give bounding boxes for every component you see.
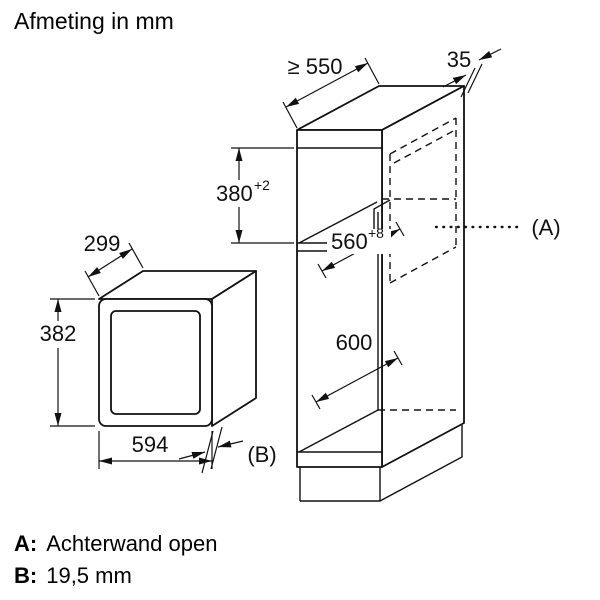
dim-cabinet-back-strip: 35 xyxy=(442,47,502,98)
dim-oven-height-label: 382 xyxy=(40,321,77,346)
legend-a-text: Achterwand open xyxy=(46,531,218,556)
legend-line-a: A: Achterwand open xyxy=(14,528,217,560)
dim-door-protrusion-arrow-left xyxy=(178,451,206,460)
cabinet-front-face xyxy=(296,129,383,468)
cabinet-drawing xyxy=(296,85,522,502)
dim-oven-height: 382 xyxy=(35,298,95,427)
dim-oven-depth: 299 xyxy=(84,231,144,297)
oven-drawing xyxy=(98,270,257,427)
legend-b-text: 19,5 mm xyxy=(46,563,132,588)
cabinet-plinth xyxy=(299,425,463,502)
dim-oven-width-label: 594 xyxy=(132,432,169,457)
dim-door-protrusion: (B) xyxy=(178,426,277,474)
label-backdrop xyxy=(327,229,391,254)
dim-oven-width: 594 xyxy=(98,431,213,469)
legend: A: Achterwand open B: 19,5 mm xyxy=(14,528,217,592)
dim-niche-width-tolerance: +8 xyxy=(368,225,384,241)
dim-niche-width: 560 +8 xyxy=(317,221,405,279)
back-ref-label: (A) xyxy=(531,215,560,240)
dim-niche-width-label: 560 xyxy=(331,229,368,254)
oven-door-window xyxy=(110,310,201,415)
legend-b-label: B: xyxy=(14,563,38,588)
dim-door-protrusion-arrow-right xyxy=(217,440,244,448)
dim-cabinet-min-depth: ≥ 550 xyxy=(282,54,380,129)
dim-back-strip-arrow-left xyxy=(442,74,467,88)
dim-niche-height-label: 380 xyxy=(216,181,253,206)
dim-oven-depth-arrow-left xyxy=(87,262,111,278)
label-backdrop xyxy=(211,180,273,207)
dim-oven-height-extensions xyxy=(50,298,95,427)
dim-min-depth-label: ≥ 550 xyxy=(288,54,343,79)
open-back-hidden-edges xyxy=(378,117,458,411)
dim-lower-depth: 600 xyxy=(311,330,403,410)
page-title: Afmeting in mm xyxy=(14,8,174,34)
dim-back-strip-arrow-right xyxy=(478,48,502,61)
dim-oven-depth-arrow-right xyxy=(109,248,133,264)
dim-oven-depth-label: 299 xyxy=(84,231,121,256)
dim-door-protrusion-ticks xyxy=(201,426,223,474)
door-ref-label: (B) xyxy=(247,442,276,467)
dim-niche-height: 380 +2 xyxy=(211,147,294,244)
dim-lower-depth-label: 600 xyxy=(336,330,373,355)
legend-a-label: A: xyxy=(14,531,38,556)
oven-right-face xyxy=(211,270,257,427)
dim-back-strip-label: 35 xyxy=(447,47,471,72)
dim-min-depth-extensions xyxy=(282,57,380,129)
dim-niche-height-tolerance: +2 xyxy=(254,177,270,193)
label-backdrop xyxy=(35,321,81,348)
dim-oven-depth-extensions xyxy=(84,242,144,297)
dim-min-depth-arrow-left xyxy=(285,84,328,108)
cabinet-interior-lines xyxy=(298,199,391,453)
dim-back-strip-ticks xyxy=(460,63,483,98)
dim-lower-depth-arrow-right xyxy=(356,357,399,381)
dim-min-depth-arrow-right xyxy=(326,62,369,86)
dim-lower-depth-arrow-left xyxy=(315,379,358,403)
legend-line-b: B: 19,5 mm xyxy=(14,560,217,592)
